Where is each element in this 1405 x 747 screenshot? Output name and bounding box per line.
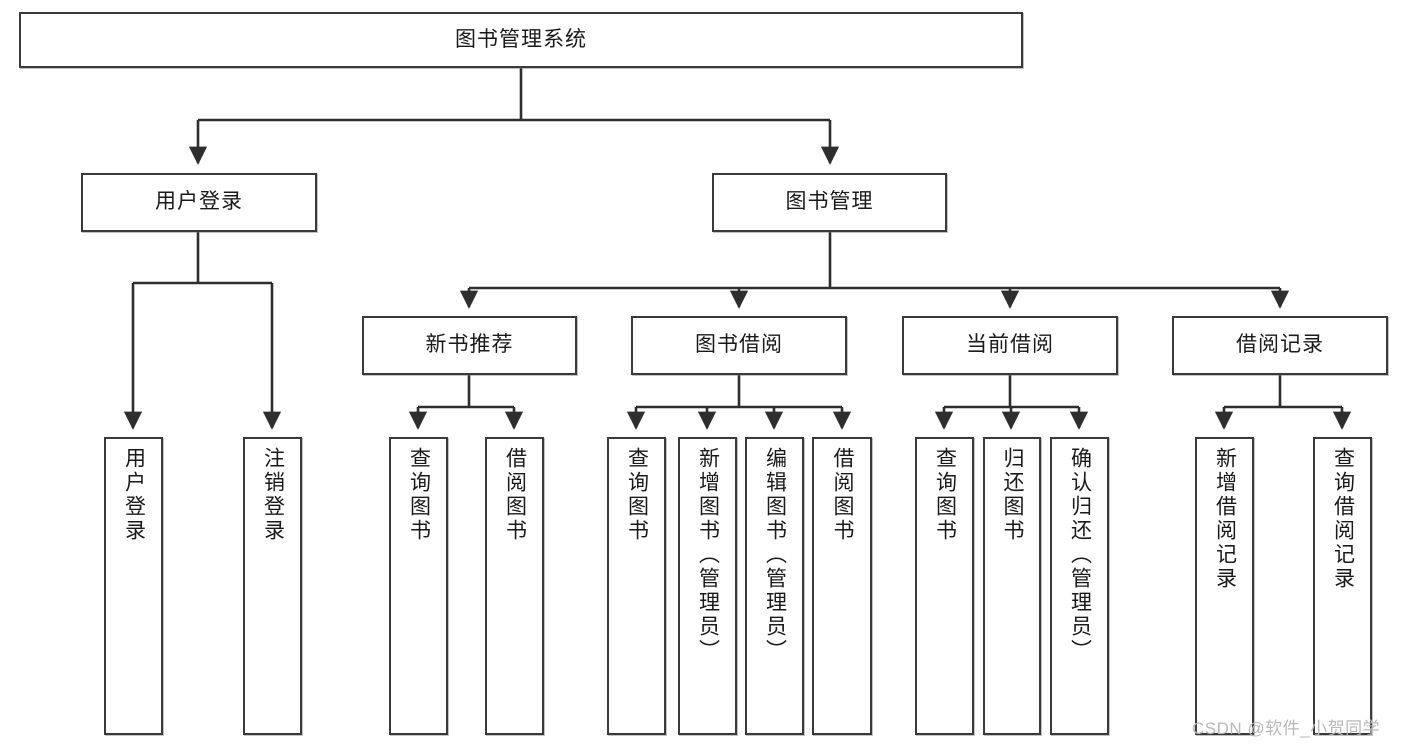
leaf-return-book-label: 归还图书 xyxy=(1001,447,1025,543)
leaf-borrow-book-recommend-label: 借阅图书 xyxy=(503,447,527,543)
node-root-label: 图书管理系统 xyxy=(455,27,587,51)
leaf-borrow-book-recommend[interactable]: 借阅图书 xyxy=(485,437,544,735)
node-new-book-recommend-label: 新书推荐 xyxy=(425,333,514,357)
node-borrow-records-label: 借阅记录 xyxy=(1236,333,1324,357)
node-root[interactable]: 图书管理系统 xyxy=(19,12,1023,68)
leaf-query-borrow-record[interactable]: 查询借阅记录 xyxy=(1313,437,1372,735)
leaf-logout-label: 注销登录 xyxy=(261,447,285,543)
leaf-query-book-borrow-label: 查询图书 xyxy=(625,447,649,543)
leaf-edit-book-admin-label: 编辑图书（管理员） xyxy=(763,447,787,663)
leaf-user-login-label: 用户登录 xyxy=(122,447,146,543)
leaf-query-book-borrow[interactable]: 查询图书 xyxy=(607,437,666,735)
leaf-query-book-current-label: 查询图书 xyxy=(933,447,957,543)
node-book-borrow[interactable]: 图书借阅 xyxy=(631,316,847,375)
watermark: CSDN @软件_小贺同学 xyxy=(1192,719,1381,738)
leaf-confirm-return-admin[interactable]: 确认归还（管理员） xyxy=(1050,437,1109,735)
node-user-login[interactable]: 用户登录 xyxy=(81,173,317,232)
leaf-borrow-book[interactable]: 借阅图书 xyxy=(812,437,872,735)
leaf-add-borrow-record[interactable]: 新增借阅记录 xyxy=(1195,437,1254,735)
leaf-edit-book-admin[interactable]: 编辑图书（管理员） xyxy=(745,437,804,735)
leaf-logout[interactable]: 注销登录 xyxy=(243,437,302,735)
leaf-add-borrow-record-label: 新增借阅记录 xyxy=(1213,447,1237,591)
leaf-add-book-admin-label: 新增图书（管理员） xyxy=(696,447,720,663)
leaf-query-book-current[interactable]: 查询图书 xyxy=(915,437,974,735)
leaf-return-book[interactable]: 归还图书 xyxy=(983,437,1041,735)
node-book-management-label: 图书管理 xyxy=(785,190,874,214)
node-borrow-records[interactable]: 借阅记录 xyxy=(1172,316,1388,375)
node-new-book-recommend[interactable]: 新书推荐 xyxy=(362,316,577,375)
leaf-query-book-recommend[interactable]: 查询图书 xyxy=(389,437,448,735)
node-book-management[interactable]: 图书管理 xyxy=(712,173,947,232)
node-book-borrow-label: 图书借阅 xyxy=(695,333,783,357)
node-current-borrow[interactable]: 当前借阅 xyxy=(902,316,1118,375)
leaf-add-book-admin[interactable]: 新增图书（管理员） xyxy=(678,437,737,735)
leaf-user-login[interactable]: 用户登录 xyxy=(104,437,163,735)
leaf-confirm-return-admin-label: 确认归还（管理员） xyxy=(1068,447,1092,663)
node-user-login-label: 用户登录 xyxy=(155,190,243,214)
leaf-borrow-book-label: 借阅图书 xyxy=(831,447,855,543)
leaf-query-book-recommend-label: 查询图书 xyxy=(407,447,431,543)
node-current-borrow-label: 当前借阅 xyxy=(966,333,1054,357)
leaf-query-borrow-record-label: 查询借阅记录 xyxy=(1331,447,1355,591)
